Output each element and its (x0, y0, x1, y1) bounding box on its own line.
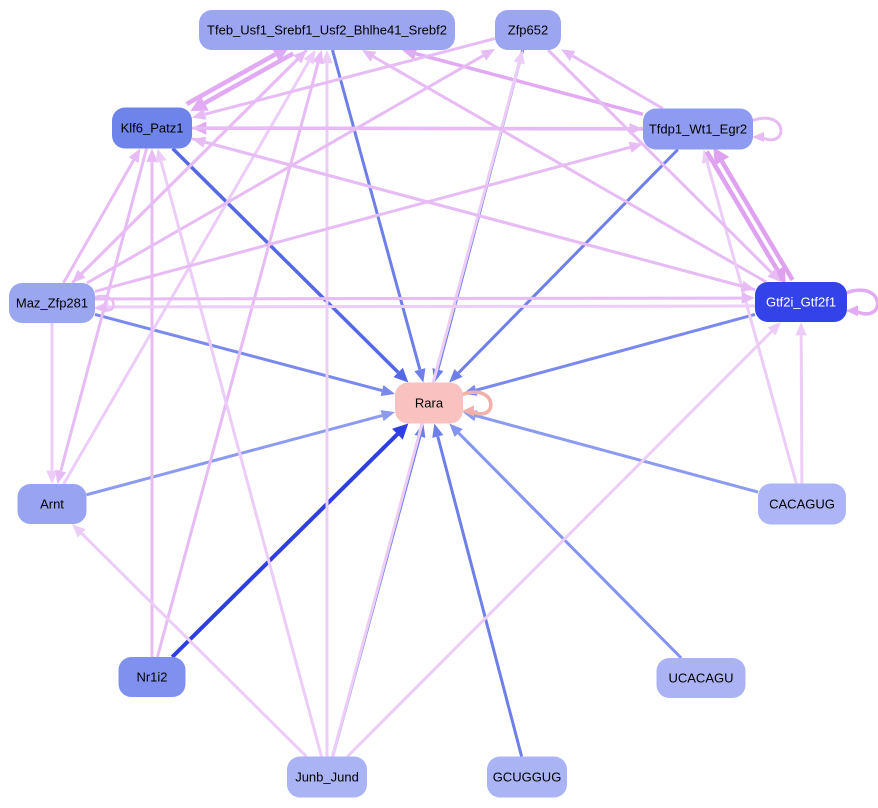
node-label-arnt: Arnt (40, 497, 64, 512)
node-tfdp1[interactable]: Tfdp1_Wt1_Egr2 (643, 108, 753, 150)
self-loop-maz (92, 294, 115, 313)
edge-junb-arnt (72, 524, 308, 758)
edge-klf6-tfeb (185, 46, 290, 106)
edge-nr1i2-tfeb (155, 50, 324, 658)
node-label-cacagug: CACAGUG (769, 497, 835, 512)
node-shape-ucacagu[interactable] (656, 658, 746, 698)
node-label-zfp652: Zfp652 (508, 23, 548, 38)
edge-klf6-rara (171, 147, 409, 383)
edge-maz-gtf2i (94, 292, 755, 304)
node-rara[interactable]: Rara (395, 382, 463, 424)
edge-junb-klf6 (155, 148, 323, 757)
node-shape-tfeb[interactable] (199, 10, 455, 50)
node-nr1i2[interactable]: Nr1i2 (118, 657, 186, 697)
node-gtf2i[interactable]: Gtf2i_Gtf2f1 (755, 282, 847, 322)
edge-zfp652-gtf2i (547, 48, 781, 282)
node-arnt[interactable]: Arnt (17, 484, 87, 524)
node-shape-gcuggug[interactable] (487, 756, 567, 798)
edge-klf6-tfdp1 (191, 123, 643, 135)
node-label-tfeb: Tfeb_Usf1_Srebf1_Usf2_Bhlhe41_Srebf2 (207, 23, 447, 38)
edge-tfdp1-rara (449, 148, 679, 383)
edge-arnt-rara (86, 410, 395, 497)
edge-klf6-gtf2i (191, 137, 755, 292)
edge-junb-tfeb (321, 50, 333, 757)
self-loop-gtf2i (844, 288, 878, 317)
edge-gtf2i-tfeb (361, 50, 767, 284)
node-junb[interactable]: Junb_Jund (287, 756, 367, 798)
edge-tfdp1-zfp652 (561, 49, 664, 110)
node-shape-arnt[interactable] (17, 484, 87, 524)
node-maz[interactable]: Maz_Zfp281 (9, 283, 95, 323)
node-shape-maz[interactable] (9, 283, 95, 323)
edge-tfeb-rara (331, 49, 426, 383)
edge-cacagug-rara (463, 410, 759, 494)
node-shape-cacagug[interactable] (758, 483, 846, 525)
node-shape-rara[interactable] (395, 382, 463, 424)
node-klf6[interactable]: Klf6_Patz1 (112, 107, 192, 149)
node-shape-gtf2i[interactable] (755, 282, 847, 322)
edge-nr1i2-klf6 (146, 148, 158, 657)
edge-junb-gtf2i (346, 322, 782, 758)
edge-gtf2i-rara (463, 313, 756, 396)
node-gcuggug[interactable]: GCUGGUG (487, 756, 567, 798)
edge-nr1i2-rara (170, 423, 409, 659)
edge-tfeb-klf6 (190, 51, 295, 111)
node-shape-klf6[interactable] (112, 107, 192, 149)
node-label-klf6: Klf6_Patz1 (121, 121, 184, 136)
edge-ucacagu-rara (449, 423, 683, 660)
node-tfeb[interactable]: Tfeb_Usf1_Srebf1_Usf2_Bhlhe41_Srebf2 (199, 10, 455, 50)
edge-maz-klf6 (62, 148, 141, 284)
node-zfp652[interactable]: Zfp652 (495, 10, 561, 50)
edge-gcuggug-rara (432, 423, 524, 757)
edge-cacagug-gtf2i (795, 322, 807, 484)
edge-tfdp1-tfeb (401, 47, 644, 117)
edge-gtf2i-tfdp1 (713, 147, 795, 282)
node-shape-tfdp1[interactable] (643, 108, 753, 150)
node-label-gcuggug: GCUGGUG (493, 770, 562, 785)
edge-arnt-tfeb (62, 50, 316, 485)
node-label-ucacagu: UCACAGU (668, 671, 733, 686)
edge-maz-arnt (46, 323, 58, 484)
edge-gtf2i-maz (95, 301, 756, 313)
node-label-rara: Rara (415, 396, 444, 411)
self-loop-tfdp1 (750, 116, 783, 142)
self-loop-rara (460, 390, 493, 417)
node-shape-junb[interactable] (287, 756, 367, 798)
edge-maz-tfdp1 (94, 141, 643, 293)
node-shape-nr1i2[interactable] (118, 657, 186, 697)
node-label-maz: Maz_Zfp281 (16, 296, 88, 311)
node-label-gtf2i: Gtf2i_Gtf2f1 (766, 295, 836, 310)
node-label-tfdp1: Tfdp1_Wt1_Egr2 (649, 122, 747, 137)
node-cacagug[interactable]: CACAGUG (758, 483, 846, 525)
node-label-nr1i2: Nr1i2 (136, 670, 167, 685)
edge-tfeb-maz (72, 48, 308, 283)
node-label-junb: Junb_Jund (295, 770, 359, 785)
node-ucacagu[interactable]: UCACAGU (656, 658, 746, 698)
node-shape-zfp652[interactable] (495, 10, 561, 50)
edge-zfp652-klf6 (192, 37, 496, 120)
